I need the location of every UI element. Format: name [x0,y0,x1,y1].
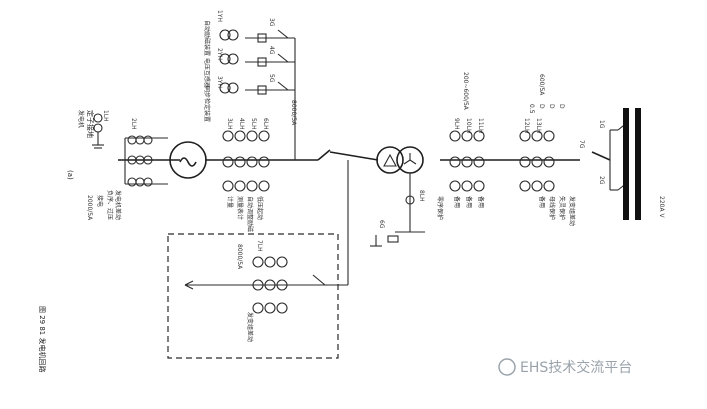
switch-tag: 1G [598,120,605,129]
left-ct-cluster [124,135,168,187]
bus-voltage-label: 220A V [658,196,665,218]
gen-relay-label-a: 计量 [226,196,234,208]
dash-label-a: 8000/5A [236,244,243,270]
pt-tag: 2YH [216,48,223,60]
switch-tag: 5G [268,74,275,83]
top-label-a: 自动励磁装置 [203,20,211,56]
accuracy-tag: 0.5 [528,104,535,114]
ct-tag: 3LH [226,118,233,130]
xfmr-ct-label: 200~600/5A [462,72,469,111]
gen-relay-label-b: 测量表计 [236,196,244,220]
ct-tag: 4LH [238,118,245,130]
accuracy-tag: D [558,104,565,109]
ct-tag: 8LH [418,190,425,202]
wechat-icon [498,358,516,376]
main-breaker-icon [317,149,331,161]
fd-label-b: 失灵保护 [558,196,566,220]
watermark: EHS技术交流平台 [498,358,632,376]
stator-ct-label: 2000/5A [86,195,93,221]
xf-label-d: 备用 [477,196,485,208]
pt-tag: 3YH [216,76,223,88]
ct-tag: 13LH [535,118,542,134]
gen-relay-ct-group [222,130,270,192]
switch-tag: 2G [598,176,605,185]
figure-sub-label: (a) [66,170,74,180]
switch-tag: 7G [578,140,585,149]
feeder-ct-label: 600/5A [538,74,545,96]
accuracy-tag: D [548,104,555,109]
figure-caption: 图 29 81 发电机回路 [38,306,47,373]
xf-label-b: 备用 [453,196,461,208]
ct-tag: 11LH [477,118,484,134]
left-bottom-label1: 接电 [96,195,104,207]
gen-relay-label-c: 自动调整励磁 [246,196,254,232]
neutral-ground-icon [370,173,425,247]
left-meter-label2: 发电机 [77,110,85,128]
ct-tag: 7LH [256,240,263,252]
dashed-protection-box [167,233,339,359]
left-bottom-label2: 负序、过压 [106,190,114,220]
xf-label-a: 零序保护 [436,196,444,220]
main-line-right2 [591,151,611,161]
switch-tag: 3G [268,18,275,27]
transformer-icon [376,146,424,174]
top-pt-branches [219,29,296,160]
top-label-c: 同步检定装置 [203,86,211,122]
dashed-box-ct [184,256,348,314]
top-label-b: 电压互感器 [203,58,211,88]
xfmr-ct-group [449,130,485,192]
left-meter-label: 定子接地 [86,110,95,138]
ct-tag: 10LH [465,118,472,134]
switch-tag: 4G [268,46,275,55]
fd-label-c: 母线保护 [548,196,556,220]
ct-tag: 6LH [262,118,269,130]
gen-relay-label-d: 低压起动 [256,196,264,220]
switch-tag: 6G [378,220,385,229]
left-bottom-label3: 发电机差动 [114,190,122,220]
fd-label-d: 备用 [538,196,546,208]
gen-ct-label: 8000/5A [290,100,297,126]
watermark-text: EHS技术交流平台 [520,359,632,376]
accuracy-tag: D [538,104,545,109]
fd-label-a: 发变组差动 [568,196,576,226]
pt-tag: 1YH [216,10,223,22]
xf-label-c: 备用 [465,196,473,208]
ct-tag: 9LH [453,118,460,130]
ct-tag: 5LH [250,118,257,130]
main-line-mid2 [329,151,379,161]
generator-icon [169,141,207,179]
ct-tag: 1LH [102,110,109,122]
ct-tag: 2LH [130,118,137,130]
feeder-ct-group [519,130,555,192]
dash-label-b: 发变组差动 [246,312,254,342]
ct-tag: 12LH [523,118,530,134]
stator-ground-meter-icon [92,113,104,149]
